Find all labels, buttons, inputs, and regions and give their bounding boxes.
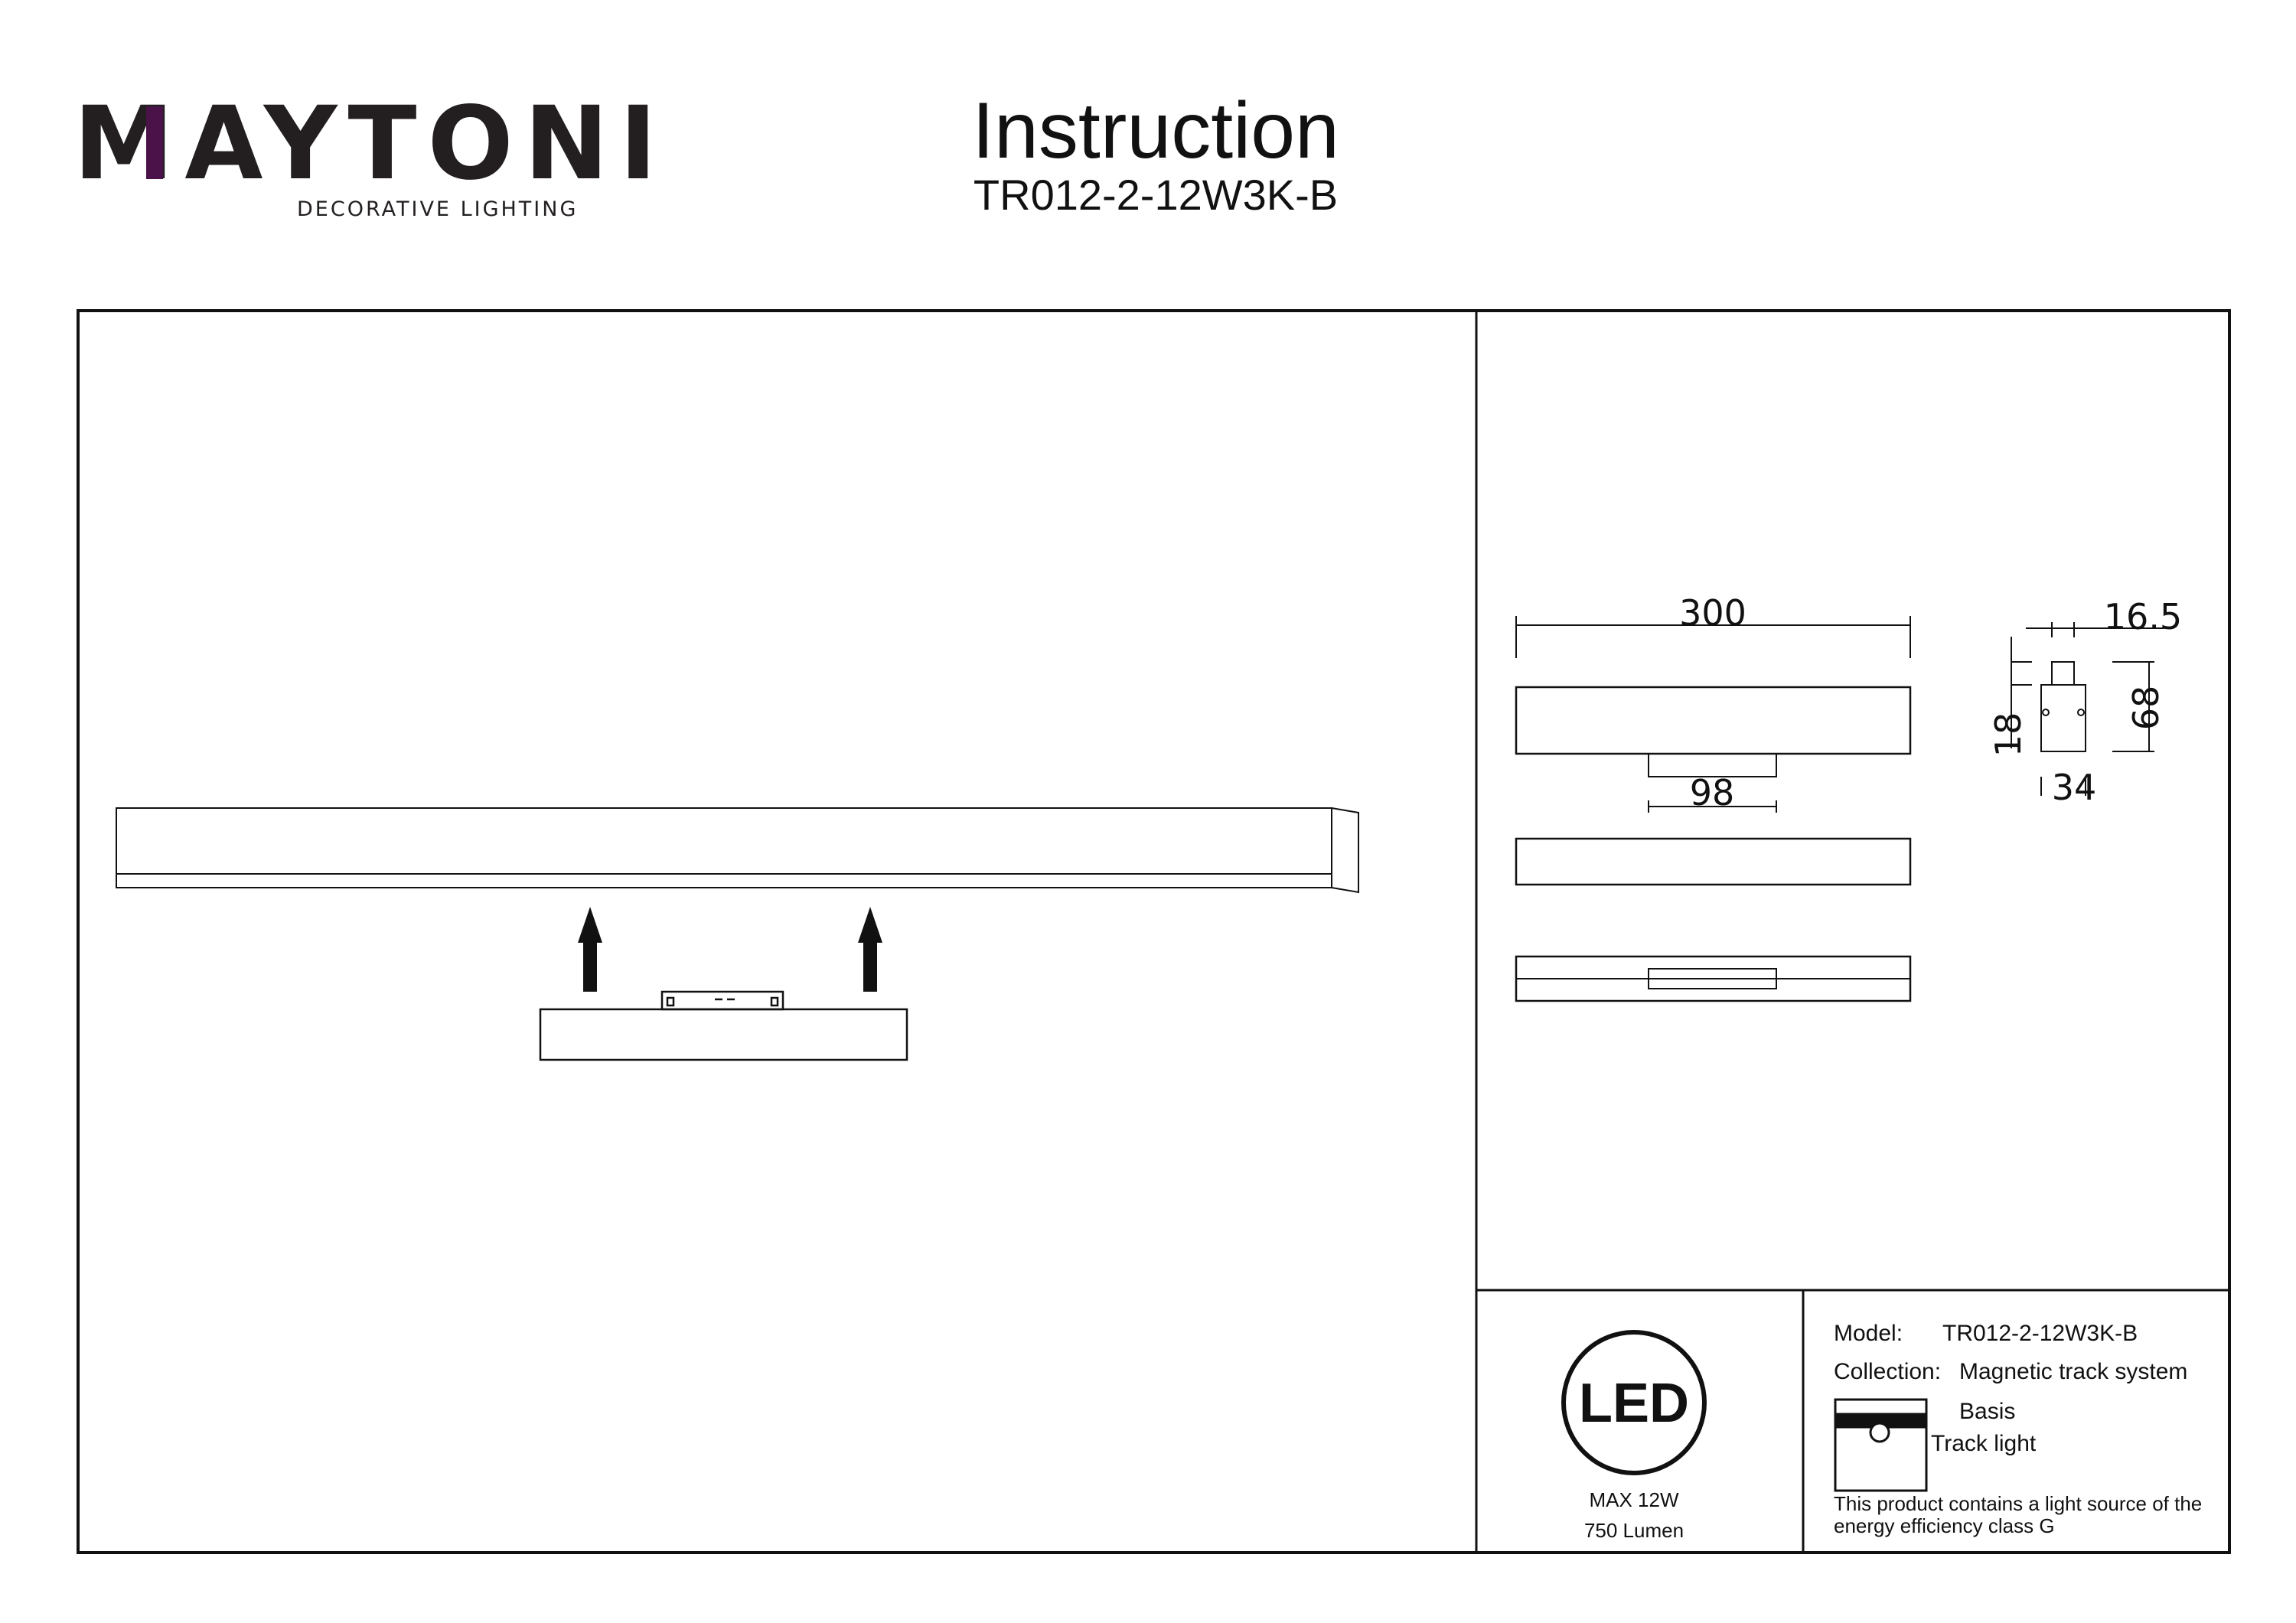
dim-height: 68 xyxy=(2125,686,2167,731)
series-name: Basis xyxy=(1959,1399,2016,1424)
model-value: TR012-2-12W3K-B xyxy=(1942,1321,2138,1346)
model-label: Model: xyxy=(1834,1321,1903,1346)
track-light-icon xyxy=(1834,1398,1928,1492)
led-power: MAX 12W xyxy=(1589,1488,1679,1511)
brand-wordmark: MAYTONI xyxy=(73,85,668,203)
collection-value: Magnetic track system xyxy=(1959,1359,2188,1384)
arrow-up-icon xyxy=(578,907,882,992)
dim-adapter-width: 16.5 xyxy=(2104,596,2182,637)
collection-label: Collection: xyxy=(1834,1359,1942,1384)
page-title: Instruction xyxy=(972,86,1339,175)
energy-text-line1: This product contains a light source of … xyxy=(1834,1492,2203,1515)
product-type: Track light xyxy=(1931,1431,2037,1456)
dim-width: 34 xyxy=(2052,767,2097,808)
model-code: TR012-2-12W3K-B xyxy=(973,171,1339,219)
track-light-fixture xyxy=(539,990,908,1061)
energy-text-line2: energy efficiency class G xyxy=(1834,1514,2055,1537)
led-icon xyxy=(1561,1330,1707,1475)
led-badge-text: LED xyxy=(1579,1373,1689,1434)
dim-length: 300 xyxy=(1679,592,1746,634)
frame xyxy=(77,309,2231,1554)
dim-connector: 98 xyxy=(1690,772,1735,813)
track-rail xyxy=(116,807,1359,894)
led-flux: 750 Lumen xyxy=(1583,1519,1684,1542)
brand-tagline: DECORATIVE LIGHTING xyxy=(297,197,579,221)
brand-logo: MAYTONI xyxy=(73,93,667,194)
dim-adapter-height: 18 xyxy=(1988,712,2029,758)
